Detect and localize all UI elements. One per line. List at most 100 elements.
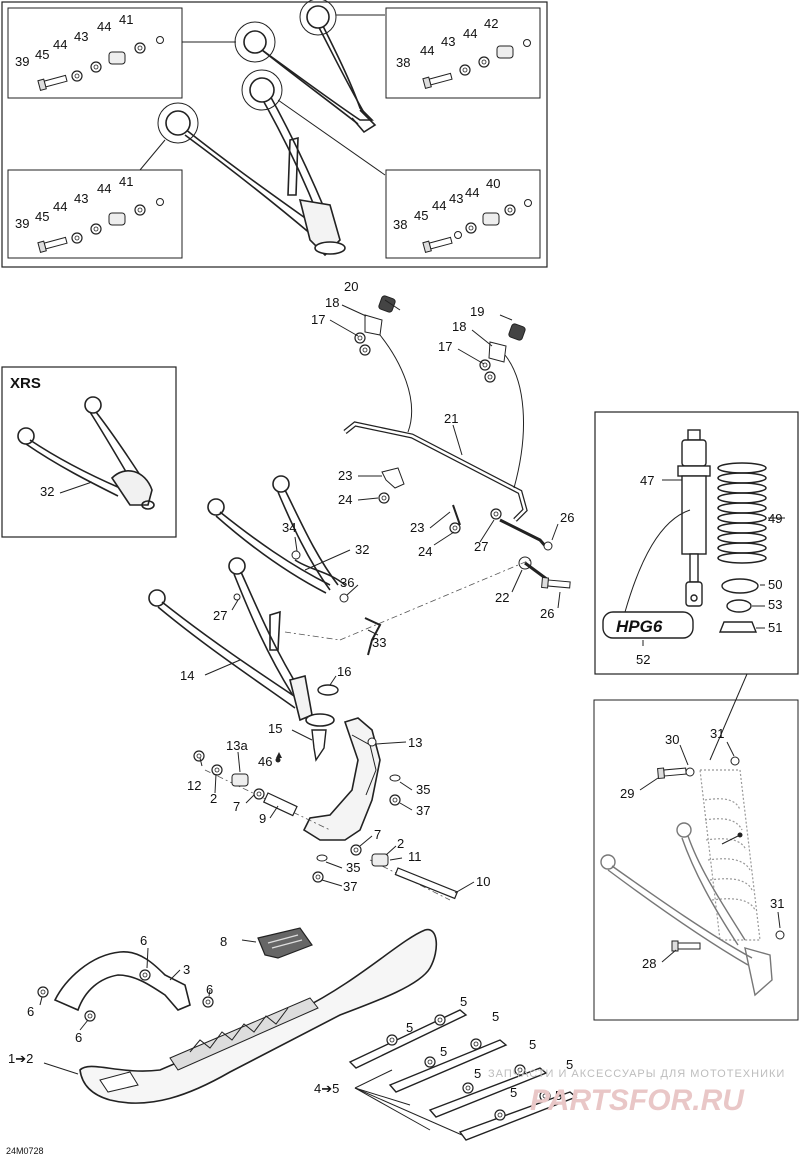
callout-35: 35 <box>346 860 360 875</box>
callout-4-to-5: 4➔5 <box>314 1081 339 1096</box>
callout-6: 6 <box>75 1030 82 1045</box>
callout-10: 10 <box>476 874 490 889</box>
runner-shapes <box>348 1009 578 1141</box>
callout-26: 26 <box>560 510 574 525</box>
callout-44: 44 <box>53 37 67 52</box>
spindle-shape <box>302 717 381 841</box>
callout-42: 42 <box>484 16 498 31</box>
callout-41: 41 <box>119 174 133 189</box>
top-a-arm-panel: 41 44 43 44 45 39 42 44 43 44 38 41 44 4… <box>1 0 548 268</box>
callout-17: 17 <box>311 312 325 327</box>
callout-18: 18 <box>325 295 339 310</box>
callout-39: 39 <box>15 216 29 231</box>
callout-32: 32 <box>40 484 54 499</box>
spring-shape <box>717 462 767 564</box>
callout-44: 44 <box>53 199 67 214</box>
callout-37: 37 <box>416 803 430 818</box>
callout-38: 38 <box>393 217 407 232</box>
callout-41: 41 <box>119 12 133 27</box>
callout-29: 29 <box>620 786 634 801</box>
callout-5: 5 <box>492 1009 499 1024</box>
installed-shock-shape <box>699 769 761 941</box>
xrs-panel: XRS 32 <box>1 366 177 538</box>
shock-install-panel: 30 31 29 31 28 <box>593 673 799 1021</box>
callout-50: 50 <box>768 577 782 592</box>
callout-40: 40 <box>486 176 500 191</box>
callout-45: 45 <box>414 208 428 223</box>
callout-28: 28 <box>642 956 656 971</box>
callout-5: 5 <box>406 1020 413 1035</box>
callout-49: 49 <box>768 511 782 526</box>
callout-5: 5 <box>566 1057 573 1072</box>
front-suspension-assembly: 32 34 36 27 33 14 16 15 13 13a 46 12 2 7… <box>148 475 531 901</box>
callout-6: 6 <box>140 933 147 948</box>
callout-30: 30 <box>665 732 679 747</box>
callout-44: 44 <box>465 185 479 200</box>
callout-7: 7 <box>374 827 381 842</box>
hardware-box-bottom-left <box>7 169 183 259</box>
callout-2: 2 <box>210 791 217 806</box>
runner-assembly: 4➔5 5 5 5 5 5 5 5 5 5 <box>314 994 578 1141</box>
callout-45: 45 <box>35 47 49 62</box>
callout-3: 3 <box>183 962 190 977</box>
callout-44: 44 <box>420 43 434 58</box>
callout-44: 44 <box>432 198 446 213</box>
decal-brand-label: HPG6 <box>616 617 663 636</box>
hardware-box-top-right <box>385 7 541 99</box>
callout-23: 23 <box>338 468 352 483</box>
callout-45: 45 <box>35 209 49 224</box>
callout-26: 26 <box>540 606 554 621</box>
callout-44: 44 <box>463 26 477 41</box>
callout-16: 16 <box>337 664 351 679</box>
callout-15: 15 <box>268 721 282 736</box>
callout-5: 5 <box>474 1066 481 1081</box>
callout-43: 43 <box>449 191 463 206</box>
callout-21: 21 <box>444 411 458 426</box>
callout-51: 51 <box>768 620 782 635</box>
callout-23: 23 <box>410 520 424 535</box>
callout-27: 27 <box>474 539 488 554</box>
callout-9: 9 <box>259 811 266 826</box>
callout-17: 17 <box>438 339 452 354</box>
callout-2: 2 <box>397 836 404 851</box>
callout-6: 6 <box>206 982 213 997</box>
callout-19: 19 <box>470 304 484 319</box>
hardware-box-bottom-right <box>385 169 541 259</box>
callout-7: 7 <box>233 799 240 814</box>
callout-5: 5 <box>510 1085 517 1100</box>
upper-a-arm-shape <box>243 5 377 134</box>
watermark-logo: PARTSFOR.RU <box>530 1084 745 1117</box>
callout-24: 24 <box>418 544 432 559</box>
callout-38: 38 <box>396 55 410 70</box>
callout-24: 24 <box>338 492 352 507</box>
callout-6: 6 <box>27 1004 34 1019</box>
callout-13a: 13a <box>226 738 248 753</box>
callout-52: 52 <box>636 652 650 667</box>
lower-a-arm-shape <box>165 77 346 257</box>
figure-code: 24M0728 <box>6 1146 44 1156</box>
callout-5: 5 <box>460 994 467 1009</box>
sway-bar-assembly: 20 18 17 19 18 17 21 23 24 23 24 27 26 2… <box>311 279 574 621</box>
callout-22: 22 <box>495 590 509 605</box>
callout-34: 34 <box>282 520 296 535</box>
callout-53: 53 <box>768 597 782 612</box>
callout-43: 43 <box>74 191 88 206</box>
callout-12: 12 <box>187 778 201 793</box>
hpg-decal: HPG6 <box>602 611 694 639</box>
spring-stopper-shape <box>718 621 758 633</box>
callout-31: 31 <box>770 896 784 911</box>
hardware-box-top-left <box>7 7 183 99</box>
callout-33: 33 <box>372 635 386 650</box>
callout-43: 43 <box>441 34 455 49</box>
callout-14: 14 <box>180 668 194 683</box>
callout-18: 18 <box>452 319 466 334</box>
spring-retainer-shape <box>721 578 759 594</box>
callout-32: 32 <box>355 542 369 557</box>
callout-39: 39 <box>15 54 29 69</box>
callout-31: 31 <box>710 726 724 741</box>
ski-wear-pad-shape <box>257 927 313 959</box>
callout-27: 27 <box>213 608 227 623</box>
callout-43: 43 <box>74 29 88 44</box>
xrs-a-arm-shape <box>17 396 155 510</box>
